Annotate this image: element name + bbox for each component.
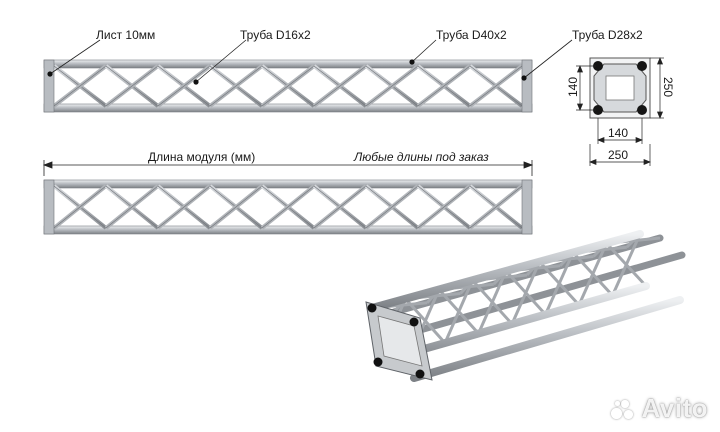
bottom-chord: [43, 225, 533, 235]
truss-3d-view: [365, 230, 686, 382]
dim-inner-height: 140: [566, 76, 581, 98]
watermark-text: Avito: [641, 393, 708, 423]
dim-inner-width: 140: [608, 126, 629, 140]
brace-edge: [105, 185, 159, 229]
label-any-length: Любые длины под заказ: [354, 150, 489, 164]
label-tube-d16: Труба D16x2: [240, 28, 311, 42]
label-tube-d28: Труба D28x2: [572, 28, 643, 42]
brace-edge: [209, 65, 263, 107]
brace-tube-3d: [443, 279, 474, 344]
brace-edge: [261, 185, 315, 229]
bottom-chord: [43, 103, 533, 113]
dim-outer-width: 250: [608, 148, 629, 162]
brace-tube-3d: [611, 233, 642, 297]
brace-edge: [53, 65, 107, 107]
3d-chord-ends: [367, 303, 425, 379]
brace-edge: [365, 65, 419, 107]
section-core: [605, 75, 635, 101]
section-chord-tubes: [593, 61, 647, 115]
end-plate-inner-3d: [377, 315, 423, 367]
brace-tube-3d: [544, 251, 575, 316]
brace-edge: [417, 65, 471, 107]
avito-logo-icon: [611, 398, 635, 420]
end-plate-left: [43, 179, 55, 235]
brace-edge: [469, 65, 523, 107]
chord-near-top: [368, 230, 644, 312]
avito-watermark: Avito: [611, 393, 708, 424]
truss-side-view-bottom: [43, 179, 533, 235]
dim-outer-height: 250: [661, 76, 676, 98]
cross-section: [576, 57, 664, 166]
brace-edge: [53, 185, 107, 229]
brace-tube-3d: [477, 270, 508, 335]
brace-edge: [313, 185, 367, 229]
diagonal-braces: [52, 64, 524, 108]
leader-dots: [47, 59, 527, 85]
brace-edge: [469, 185, 523, 229]
top-chord: [43, 59, 533, 69]
chord-front-bottom: [410, 296, 684, 382]
label-sheet: Лист 10мм: [96, 28, 156, 42]
brace-edge: [157, 65, 211, 107]
truss-side-view-top: [43, 59, 533, 113]
brace-tube-3d: [510, 261, 541, 325]
top-chord: [43, 179, 533, 189]
brace-edge: [417, 185, 471, 229]
brace-edge: [365, 185, 419, 229]
label-module-length: Длина модуля (мм): [148, 150, 256, 164]
brace-edge: [313, 65, 367, 107]
module-length-dimension: [42, 160, 534, 176]
brace-tube-3d: [577, 242, 608, 306]
label-tube-d40: Труба D40x2: [436, 28, 507, 42]
section-dimension-lines: [576, 57, 664, 166]
brace-edge: [209, 185, 263, 229]
end-plate-left: [43, 59, 55, 113]
diagonal-braces: [52, 184, 524, 230]
end-plate-right: [521, 59, 533, 113]
leader-lines: [49, 39, 573, 83]
brace-edge: [261, 65, 315, 107]
end-plate-right: [521, 179, 533, 235]
brace-edge: [157, 185, 211, 229]
brace-edge: [105, 65, 159, 107]
